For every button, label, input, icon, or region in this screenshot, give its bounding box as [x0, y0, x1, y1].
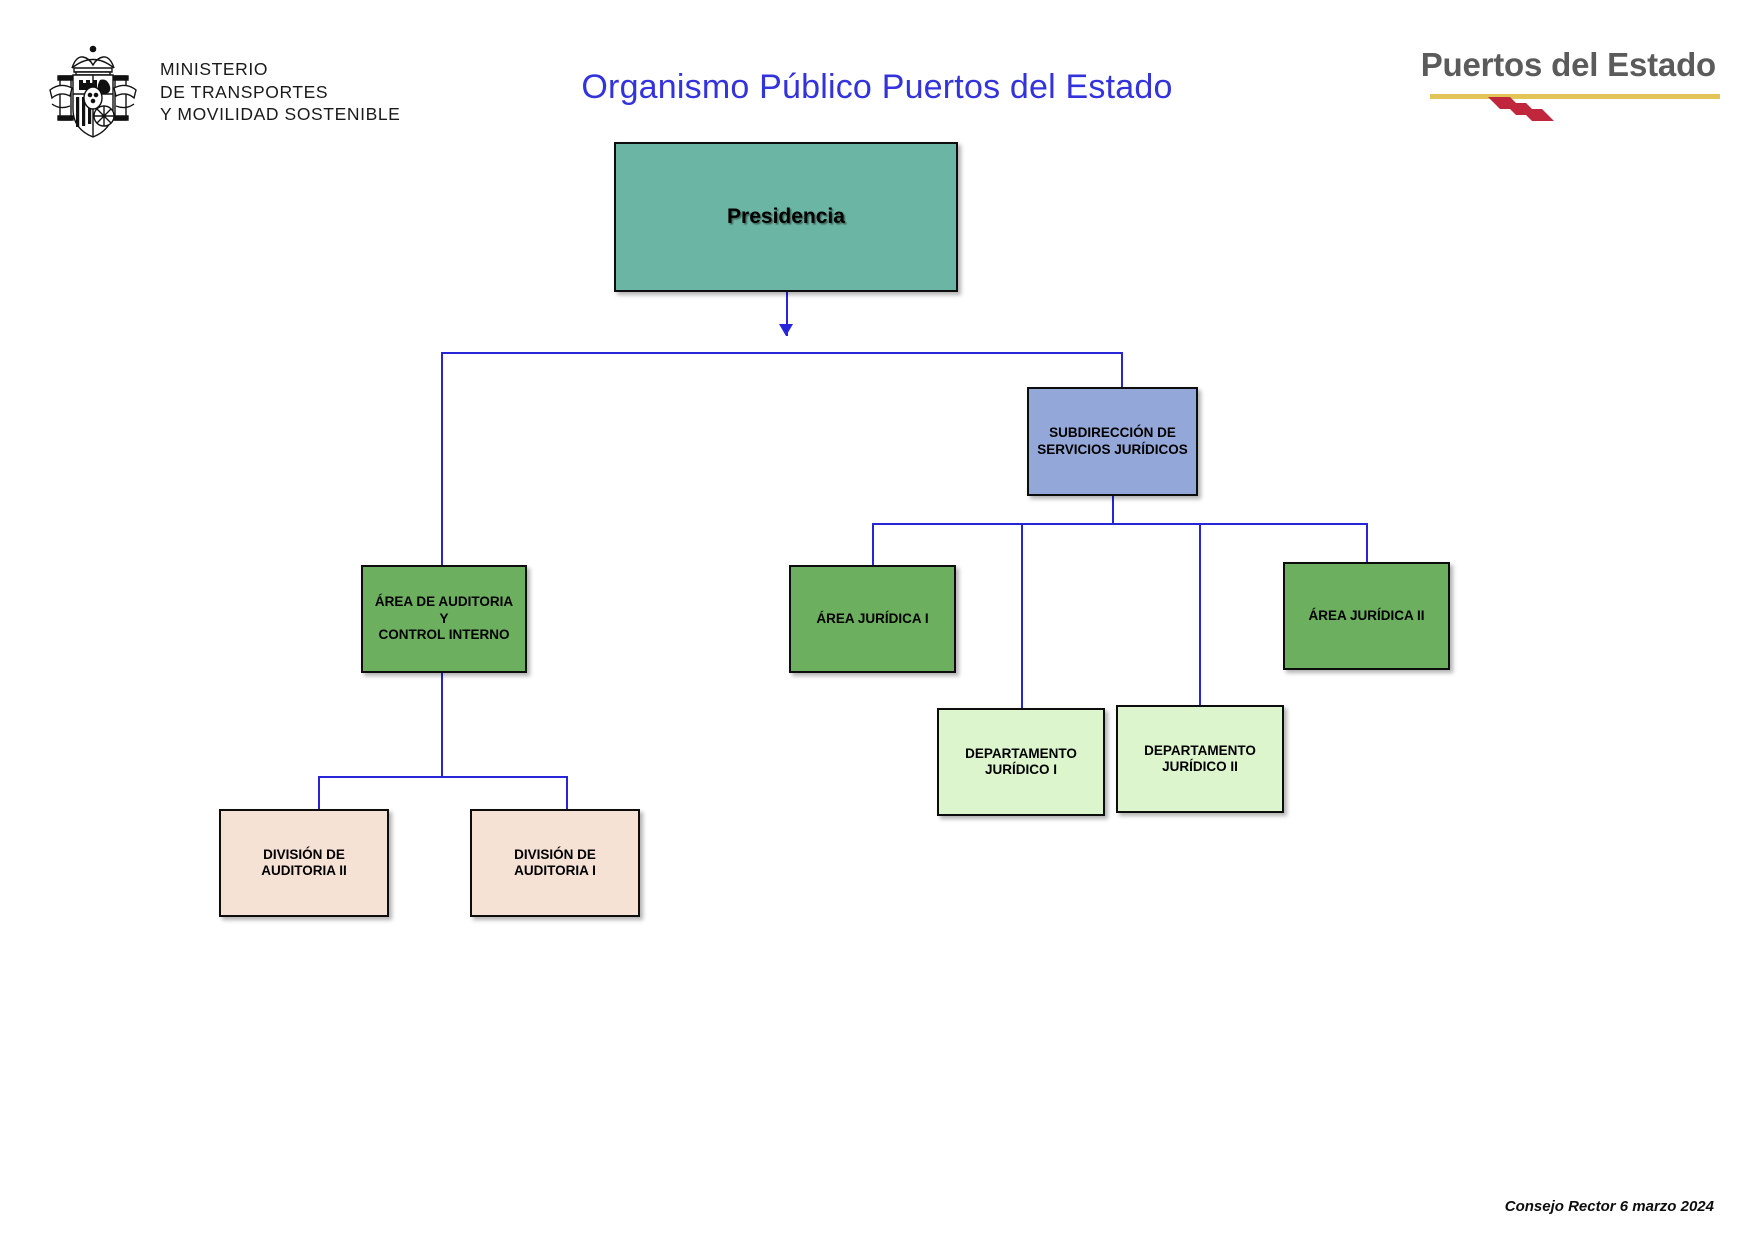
ministry-logo: MINISTERIO DE TRANSPORTES Y MOVILIDAD SO… [42, 42, 402, 142]
page-title: Organismo Público Puertos del Estado [581, 68, 1173, 106]
node-depto-1-label: DEPARTAMENTO JURÍDICO I [965, 745, 1077, 777]
node-presidencia[interactable]: Presidencia [614, 142, 958, 292]
node-departamento-juridico-1[interactable]: DEPARTAMENTO JURÍDICO I [937, 708, 1105, 816]
node-presidencia-label: Presidencia [727, 205, 845, 229]
connector-subdireccion-stem [1112, 496, 1114, 524]
node-auditoria-label: ÁREA DE AUDITORIA Y CONTROL INTERNO [374, 594, 514, 643]
node-juridica-2-label: ÁREA JURÍDICA II [1308, 607, 1425, 623]
connector-to-juridica-2 [1366, 523, 1368, 565]
gold-rule [1430, 94, 1720, 99]
node-departamento-juridico-2[interactable]: DEPARTAMENTO JURÍDICO II [1116, 705, 1284, 813]
node-subdireccion-label: SUBDIRECCIÓN DE SERVICIOS JURÍDICOS [1037, 425, 1188, 457]
ministry-line-3: Y MOVILIDAD SOSTENIBLE [160, 104, 401, 125]
connector-bus-division [318, 776, 567, 778]
connector-to-juridica-1 [872, 523, 874, 565]
connector-to-division-1 [566, 776, 568, 810]
connector-presidencia-arrow [779, 324, 793, 336]
node-division-1-label: DIVISIÓN DE AUDITORIA I [514, 846, 596, 878]
puertos-del-estado-logo: Puertos del Estado [1370, 46, 1720, 140]
node-area-juridica-1[interactable]: ÁREA JURÍDICA I [789, 565, 956, 673]
connector-presidencia-stem [786, 292, 788, 336]
ministry-line-1: MINISTERIO [160, 58, 269, 79]
red-waves-icon [1488, 97, 1554, 121]
node-area-auditoria-control-interno[interactable]: ÁREA DE AUDITORIA Y CONTROL INTERNO [361, 565, 527, 673]
brand-name: Puertos del Estado [1420, 46, 1717, 83]
connector-to-division-2 [318, 776, 320, 810]
connector-to-subdireccion [1121, 352, 1123, 387]
brand-mark [1370, 90, 1720, 124]
node-juridica-1-label: ÁREA JURÍDICA I [816, 610, 929, 626]
node-division-auditoria-1[interactable]: DIVISIÓN DE AUDITORIA I [470, 809, 640, 917]
node-area-juridica-2[interactable]: ÁREA JURÍDICA II [1283, 562, 1450, 670]
spain-coat-of-arms-icon [49, 45, 137, 138]
connector-bus-juridica [872, 523, 1366, 525]
ministry-name: MINISTERIO DE TRANSPORTES Y MOVILIDAD SO… [160, 58, 400, 126]
connector-bus-top [441, 352, 1122, 354]
footer-note: Consejo Rector 6 marzo 2024 [1504, 1198, 1714, 1215]
ministry-line-2: DE TRANSPORTES [160, 81, 329, 102]
node-division-auditoria-2[interactable]: DIVISIÓN DE AUDITORIA II [219, 809, 389, 917]
node-depto-2-label: DEPARTAMENTO JURÍDICO II [1144, 742, 1256, 774]
connector-to-depto-1 [1021, 523, 1023, 709]
node-subdireccion-servicios-juridicos[interactable]: SUBDIRECCIÓN DE SERVICIOS JURÍDICOS [1027, 387, 1198, 496]
connector-auditoria-stem [441, 672, 443, 777]
node-division-2-label: DIVISIÓN DE AUDITORIA II [261, 846, 347, 878]
connector-to-auditoria [441, 352, 443, 567]
connector-to-depto-2 [1199, 523, 1201, 709]
